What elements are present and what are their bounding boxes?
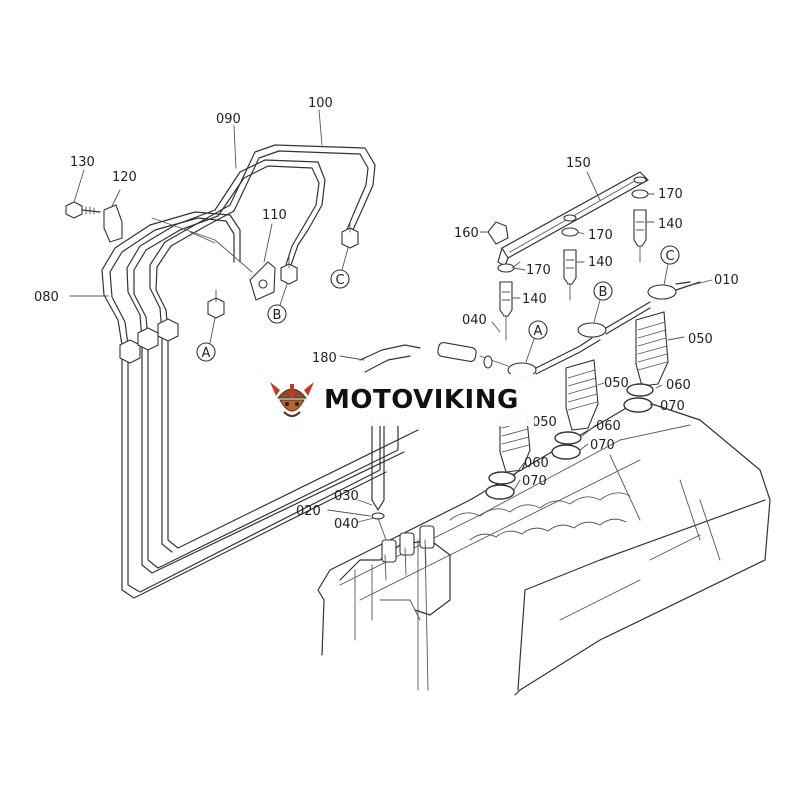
label-130: 130 — [70, 155, 95, 170]
label-040-lower: 040 — [334, 517, 359, 532]
connector-a-right — [528, 320, 548, 340]
glow-plug-1 — [499, 281, 513, 317]
connector-a-left — [196, 342, 216, 362]
connector-b-right — [593, 281, 613, 301]
return-hose — [437, 342, 477, 362]
label-170-a: 170 — [526, 263, 551, 278]
label-150: 150 — [566, 156, 591, 171]
label-050-a: 050 — [532, 415, 557, 430]
label-080: 080 — [34, 290, 59, 305]
label-140-b: 140 — [588, 255, 613, 270]
washer-060-a — [488, 471, 516, 485]
label-070-a: 070 — [522, 474, 547, 489]
label-170-c: 170 — [658, 187, 683, 202]
viking-helmet-logo — [270, 382, 314, 417]
connector-b-right-text: B — [599, 285, 608, 300]
pipe-clamp — [249, 261, 276, 301]
label-030: 030 — [334, 489, 359, 504]
label-160: 160 — [454, 226, 479, 241]
connector-b-left — [267, 304, 287, 324]
engine-block — [317, 399, 771, 696]
cap-160 — [487, 221, 509, 245]
pipe-nut-1 — [119, 339, 141, 364]
label-010: 010 — [714, 273, 739, 288]
washer-170-b — [561, 227, 579, 237]
injector-2 — [565, 359, 599, 431]
glow-plugs — [499, 209, 647, 341]
bolt-head — [65, 201, 83, 219]
label-050-b: 050 — [604, 376, 629, 391]
label-060-a: 060 — [524, 456, 549, 471]
connector-c-right — [660, 245, 680, 265]
banjo-c — [647, 284, 677, 300]
watermark-banner: MOTOVIKING — [262, 374, 534, 426]
label-140-c: 140 — [658, 217, 683, 232]
clamp-plate — [103, 204, 123, 243]
label-060-c: 060 — [666, 378, 691, 393]
connector-a-left-text: A — [202, 346, 211, 361]
washer-060-b — [554, 431, 582, 445]
connector-markers: A B C A B C — [196, 245, 680, 363]
leader-lines — [69, 109, 713, 523]
clip-040-upper — [483, 355, 493, 369]
label-170-b: 170 — [588, 228, 613, 243]
bolt-and-clamp — [65, 201, 123, 243]
label-050-c: 050 — [688, 332, 713, 347]
label-060-b: 060 — [596, 419, 621, 434]
connector-c-right-text: C — [665, 249, 674, 264]
label-040-upper: 040 — [462, 313, 487, 328]
connector-b-left-text: B — [273, 308, 282, 323]
label-070-c: 070 — [660, 399, 685, 414]
label-120: 120 — [112, 170, 137, 185]
washer-060-c — [626, 383, 654, 397]
pump-outlet-2 — [399, 532, 415, 556]
label-070-b: 070 — [590, 438, 615, 453]
label-110: 110 — [262, 208, 287, 223]
gasket-070-b — [551, 444, 581, 460]
glow-plug-2 — [563, 249, 577, 285]
watermark-text: MOTOVIKING — [324, 385, 519, 415]
pump-outlet-3 — [419, 525, 435, 549]
injector-3 — [635, 311, 669, 387]
connector-a-right-text: A — [534, 324, 543, 339]
washer-170-c — [631, 189, 649, 199]
gasket-070-a — [485, 484, 515, 500]
connector-c-left-text: C — [335, 273, 344, 288]
label-140-a: 140 — [522, 292, 547, 307]
label-020: 020 — [296, 504, 321, 519]
gasket-070-c — [623, 397, 653, 413]
connector-c-left — [330, 269, 350, 289]
banjo-b — [577, 322, 607, 338]
glow-plug-3 — [633, 209, 647, 247]
label-090: 090 — [216, 112, 241, 127]
part-labels: 100 090 130 120 110 080 150 170 140 160 … — [34, 96, 739, 532]
pipe-nut-3 — [157, 318, 179, 342]
injection-pipes — [101, 144, 419, 599]
label-100: 100 — [308, 96, 333, 111]
pump-outlet-1 — [381, 539, 397, 563]
label-180: 180 — [312, 351, 337, 366]
pipe-nut-2 — [137, 327, 159, 351]
leak-off-pipe — [487, 171, 649, 273]
